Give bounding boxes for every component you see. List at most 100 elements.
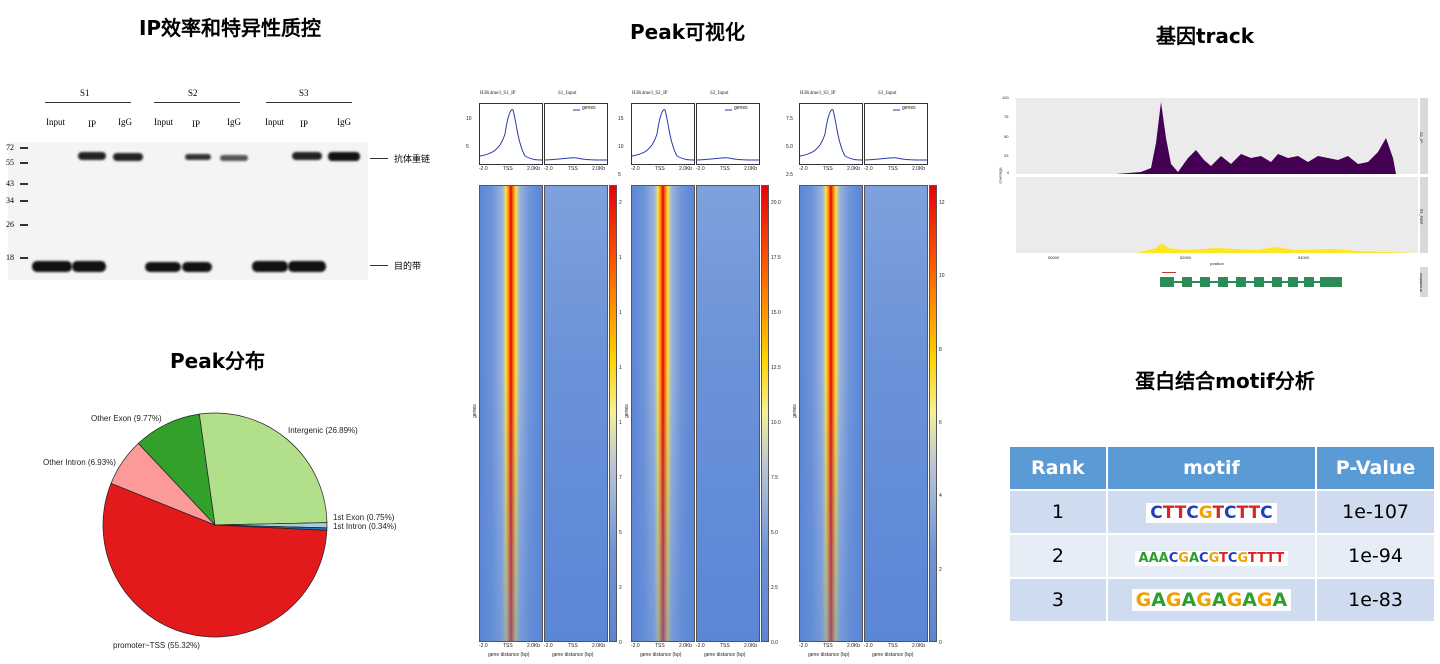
track-xtick: 54000 (1298, 255, 1310, 260)
profile-ytick: 10 (618, 144, 624, 150)
marker-band (20, 147, 28, 149)
motif-logo-cell: GAGAGAGAGA (1105, 577, 1318, 623)
lane-label: Input (154, 117, 173, 127)
profile-xtick: -2.0 (696, 166, 705, 172)
target-band-pointer (370, 265, 388, 266)
profile-xtick: TSS (888, 166, 898, 172)
profile-xtick: TSS (655, 166, 665, 172)
lane-label: IP (300, 119, 309, 129)
profile-xtick: TSS (568, 166, 578, 172)
pie-label-other-intron: Other Intron (6.93%) (43, 458, 116, 467)
profile-ytick: 5 (466, 144, 469, 150)
heatmap-xtick: 2.0Kb (912, 643, 926, 649)
input-profile-curve (544, 157, 608, 161)
heatmap-xlabel: gene distance (bp) (488, 652, 530, 658)
colorbar-tick: 8 (939, 346, 942, 353)
target-band (72, 261, 106, 272)
profile-ytick: 7.5 (786, 116, 793, 122)
gene-exon (1236, 277, 1246, 287)
heatmap-colorbar (761, 185, 769, 642)
lane-label: IP (88, 119, 97, 129)
profile-ytick: 15 (618, 116, 624, 122)
input-coverage-area (1016, 243, 1418, 253)
target-band (182, 262, 212, 272)
colorbar-tick: 5.0 (771, 530, 778, 536)
colorbar-tick: 0 (619, 640, 622, 646)
track-ytick: 0 (1007, 170, 1010, 175)
target-band (288, 261, 326, 272)
gene-exon (1304, 277, 1314, 287)
lane-label: IgG (227, 117, 241, 127)
heatmap-xlabel: gene distance (bp) (872, 652, 914, 658)
profile-ytick: 5 (618, 172, 621, 178)
profile-xtick: -2.0 (799, 166, 808, 172)
rank-cell: 2 (1008, 533, 1108, 579)
heatmap-xtick: TSS (568, 643, 578, 649)
motif-logo: GAGAGAGAGA (1131, 589, 1292, 611)
heatmap-colorbar (929, 185, 937, 642)
colorbar-tick: 1 (619, 255, 622, 261)
blot-membrane (8, 142, 368, 280)
gene-track-title: 基因track (1155, 24, 1255, 48)
heatmap-xtick: TSS (655, 643, 665, 649)
profile-xtick: 2.0Kb (679, 166, 693, 172)
input-profile-curve (696, 157, 760, 161)
track-xlabel: position (1210, 261, 1224, 266)
colorbar-tick: 2 (939, 566, 942, 573)
group-label-s1: S1 (80, 88, 90, 98)
marker-label: 18 (6, 253, 14, 262)
gene-exon (1182, 277, 1192, 287)
track-ytick: 25 (1004, 153, 1009, 158)
colorbar-tick: 6 (939, 420, 942, 426)
motif-table: Rank motif P-Value 1 CTTCGTCTTC 1e-107 2… (1008, 445, 1436, 623)
colorbar-tick: 0 (939, 640, 942, 646)
pie-label-intergenic: Intergenic (26.89%) (288, 426, 358, 435)
profile-legend-label: genes (902, 105, 916, 111)
pie-label-1st-exon: 1st Exon (0.75%) (333, 513, 395, 522)
table-row: 3 GAGAGAGAGA 1e-83 (1008, 577, 1436, 623)
motif-logo: AAACGACGTCGTTTT (1134, 551, 1289, 566)
heatmap-xlabel: gene distance (bp) (640, 652, 682, 658)
target-band (32, 261, 72, 272)
heatmap-ylabel: genes (791, 404, 798, 418)
ip-heatmap (631, 185, 695, 642)
profile-xtick: 2.0Kb (912, 166, 926, 172)
heatmap-xtick: -2.0 (864, 643, 873, 649)
colorbar-tick: 0.0 (771, 640, 778, 646)
marker-band (20, 200, 28, 202)
colorbar-tick: 7 (619, 475, 622, 481)
heatmap-ylabel: genes (471, 404, 478, 418)
colorbar-tick: 5 (619, 530, 622, 536)
gene-track-panel: 100 75 50 25 0 coverage 50000 52000 5400… (998, 95, 1430, 300)
heatmap-xlabel: gene distance (bp) (552, 652, 594, 658)
profile-xtick: -2.0 (631, 166, 640, 172)
rank-cell: 1 (1008, 489, 1108, 535)
heavy-chain-pointer (370, 158, 388, 159)
motif-analysis-title: 蛋白结合motif分析 (1135, 369, 1315, 393)
target-band (145, 262, 181, 272)
gene-exon (1320, 277, 1342, 287)
table-row: 1 CTTCGTCTTC 1e-107 (1008, 489, 1436, 535)
header-pvalue: P-Value (1315, 445, 1436, 491)
group-label-s3: S3 (299, 88, 309, 98)
group-label-s2: S2 (188, 88, 198, 98)
ip-profile-title: H3K4me3_S2_IP (632, 91, 668, 96)
ip-heatmap (479, 185, 543, 642)
ip-heatmap (799, 185, 863, 642)
pie-label-other-exon: Other Exon (9.77%) (91, 414, 162, 423)
peak-distribution-title: Peak分布 (169, 349, 266, 373)
heavy-chain-band (78, 152, 106, 160)
pvalue-cell: 1e-107 (1315, 489, 1436, 535)
ip-profile-plot (799, 103, 863, 165)
heatmap-xlabel: gene distance (bp) (704, 652, 746, 658)
profile-xtick: TSS (503, 166, 513, 172)
profile-xtick: 2.0Kb (527, 166, 541, 172)
marker-label: 26 (6, 220, 14, 229)
input-profile-title: S1_Input (558, 91, 577, 96)
ip-profile-plot (479, 103, 543, 165)
western-blot-panel: S1 S2 S3 Input IP IgG Input IP IgG Input… (0, 80, 430, 290)
heavy-chain-band (292, 152, 322, 160)
colorbar-tick: 15.0 (771, 310, 781, 316)
